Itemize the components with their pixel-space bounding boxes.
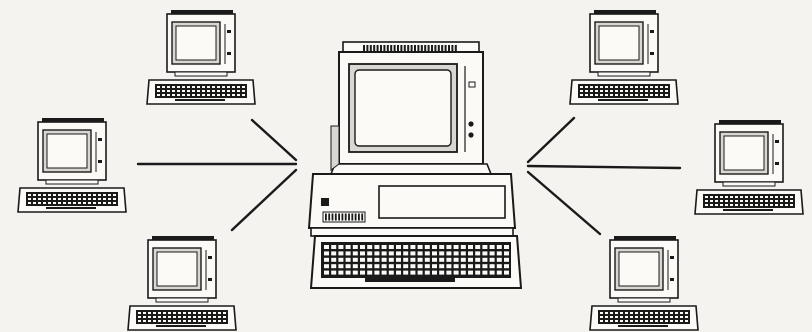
computer-terminal-icon: [695, 120, 803, 214]
computer-terminal-icon: [147, 10, 255, 104]
link-line: [528, 172, 600, 234]
computer-terminal-icon: [590, 236, 698, 330]
link-line: [528, 118, 574, 162]
link-line: [528, 166, 680, 168]
desktop-computer-icon: [309, 42, 521, 288]
computer-terminal-icon: [570, 10, 678, 104]
computer-terminal-icon: [18, 118, 126, 212]
computer-terminal-icon: [128, 236, 236, 330]
link-line: [252, 120, 296, 160]
link-line: [232, 170, 296, 230]
computer-nodes: [18, 10, 803, 330]
